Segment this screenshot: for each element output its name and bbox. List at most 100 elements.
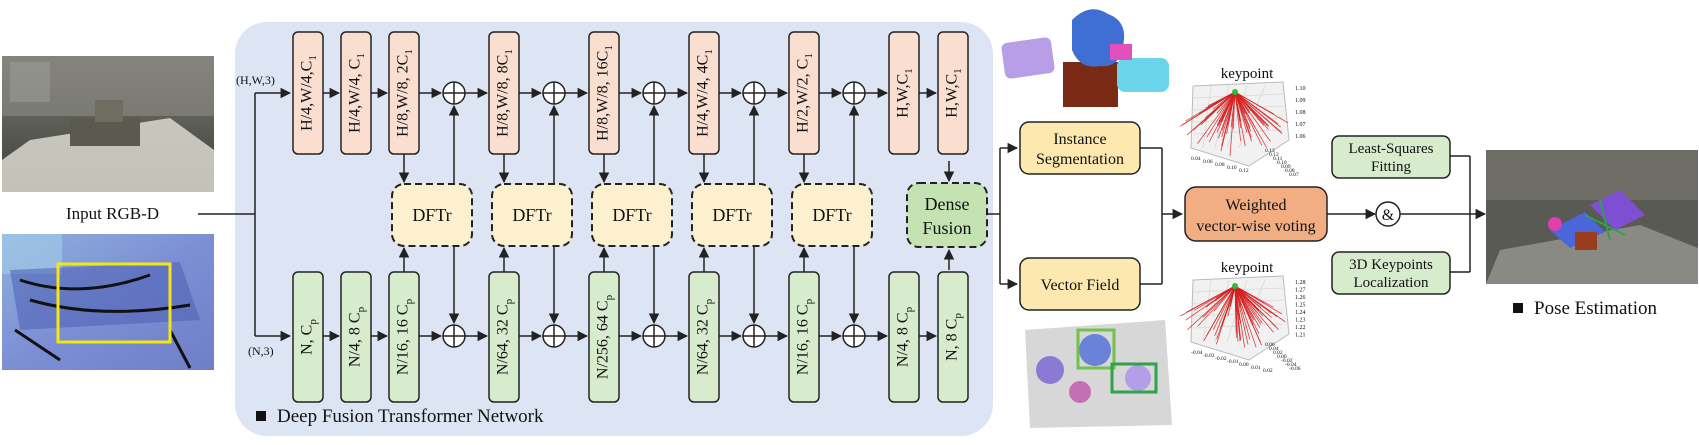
svg-text:0.10: 0.10 [1227, 165, 1237, 171]
voting-line-1: Weighted [1226, 197, 1287, 214]
dftr-label-5: DFTr [812, 205, 851, 225]
svg-text:0.12: 0.12 [1269, 152, 1279, 158]
keypoints-3d-block [1331, 251, 1451, 295]
svg-text:0.10: 0.10 [1277, 160, 1287, 166]
rgb-block-7-label: H/2,W/2, C1 [795, 53, 815, 133]
svg-text:0.09: 0.09 [1281, 164, 1291, 170]
pc-block-7-label: N/16, 16 Cp [795, 298, 815, 375]
input-label: Input RGB-D [66, 204, 159, 223]
pc-block-9-label: N, 8 Cp [944, 313, 964, 361]
rgb-block-2-label: H/4,W/4, C1 [347, 53, 367, 133]
svg-text:-0.03: -0.03 [1203, 353, 1215, 359]
dftr-label-4: DFTr [712, 205, 751, 225]
svg-text:1.09: 1.09 [1295, 98, 1306, 104]
network-caption: Deep Fusion Transformer Network [277, 406, 544, 427]
fusion-connections: DFTr DFTr DFTr DFTr DFTr [323, 81, 938, 348]
dftr-block-1 [391, 183, 473, 247]
svg-text:0.06: 0.06 [1203, 159, 1213, 165]
pointcloud-render [1025, 320, 1172, 428]
svg-text:1.23: 1.23 [1295, 318, 1306, 324]
svg-text:0.04: 0.04 [1191, 156, 1201, 162]
svg-text:0.07: 0.07 [1289, 172, 1299, 178]
instance-seg-line-1: Instance [1053, 131, 1106, 148]
rgb-block-8-label: H,W,C1 [895, 68, 915, 117]
dftr-block-2 [491, 183, 573, 247]
rgb-block-9 [937, 31, 969, 155]
pc-block-5-label: N/256, 64 Cp [595, 294, 615, 379]
svg-text:1.22: 1.22 [1295, 325, 1306, 331]
dense-fusion-line-2: Fusion [922, 218, 971, 238]
pointcloud-branch-label: (N,3) [248, 344, 274, 358]
svg-text:0.08: 0.08 [1285, 168, 1295, 174]
svg-text:0.04: 0.04 [1269, 346, 1279, 352]
rgb-block-4-label: H/8,W/8, 8C1 [495, 49, 515, 137]
svg-text:0.08: 0.08 [1215, 162, 1225, 168]
svg-text:0.13: 0.13 [1265, 148, 1275, 154]
rgb-block-3-label: H/8,W/8, 2C1 [395, 49, 415, 137]
keypoint-label: keypoint [1221, 66, 1274, 82]
pointcloud-encoder-decoder: N, Cp N/4, 8 Cp N/16, 16 Cp N/64, 32 Cp N/25… [292, 271, 969, 403]
instance-seg-line-2: Segmentation [1036, 151, 1124, 168]
svg-text:1.26: 1.26 [1295, 295, 1306, 301]
keypoint-label: keypoint [1221, 260, 1274, 276]
pc-block-1-label: N, Cp [299, 319, 319, 355]
rgb-block-5-label: H/8,W/8, 16C1 [595, 45, 615, 141]
pc-block-9 [937, 271, 969, 403]
dense-fusion-block [906, 182, 988, 248]
and-symbol: & [1382, 207, 1395, 224]
input-depth-image [2, 234, 214, 370]
pc-block-8-label: N/4, 8 Cp [895, 306, 915, 367]
pc-block-1 [292, 271, 324, 403]
pc-block-4-label: N/64, 32 Cp [495, 298, 515, 375]
svg-text:0.02: 0.02 [1273, 350, 1283, 356]
pc-block-6-label: N/64, 32 Cp [695, 298, 715, 375]
rgb-block-9-label: H,W,C1 [944, 68, 964, 117]
svg-text:1.10: 1.10 [1295, 86, 1306, 92]
dftr-block-3 [591, 183, 673, 247]
svg-text:1.24: 1.24 [1295, 310, 1306, 316]
svg-text:1.21: 1.21 [1295, 333, 1306, 339]
segmentation-render [1001, 9, 1169, 107]
dftr-label-1: DFTr [412, 205, 451, 225]
svg-text:-0.04: -0.04 [1191, 350, 1203, 356]
pc-block-2 [340, 271, 372, 403]
kp3d-line-2: Localization [1354, 275, 1429, 291]
svg-text:0.06: 0.06 [1265, 342, 1275, 348]
vector-field-label: Vector Field [1041, 277, 1120, 294]
rgb-block-6-label: H/4,W/4, 4C1 [695, 49, 715, 137]
pc-block-3-label: N/16, 16 Cp [395, 298, 415, 375]
svg-text:1.25: 1.25 [1295, 303, 1306, 309]
svg-text:-0.06: -0.06 [1289, 366, 1301, 372]
pc-block-2-label: N/4, 8 Cp [347, 306, 367, 367]
least-squares-block [1331, 135, 1451, 179]
voting-line-2: vector-wise voting [1196, 218, 1315, 235]
lsq-line-1: Least-Squares [1349, 141, 1434, 157]
svg-text:-0.04: -0.04 [1285, 362, 1297, 368]
lsq-line-2: Fitting [1371, 159, 1412, 175]
network-caption-bullet [256, 411, 266, 421]
svg-text:-0.01: -0.01 [1227, 359, 1239, 365]
pose-caption: Pose Estimation [1534, 298, 1657, 319]
pose-caption-bullet [1513, 303, 1523, 313]
svg-text:1.27: 1.27 [1295, 288, 1306, 294]
pc-block-8 [888, 271, 920, 403]
pose-estimation-image [1486, 150, 1698, 284]
rgb-block-1-label: H/4,W/4,C1 [299, 55, 319, 131]
svg-text:1.08: 1.08 [1295, 110, 1306, 116]
svg-text:0.02: 0.02 [1263, 368, 1273, 374]
keypoint-voting-plot-bottom: keypoint 1.28 1.271.26 1.251.24 1.231.22 1.21… [1180, 260, 1306, 374]
svg-text:0.01: 0.01 [1251, 365, 1261, 371]
dense-fusion-line-1: Dense [925, 194, 970, 214]
dftr-label-2: DFTr [512, 205, 551, 225]
svg-text:0.00: 0.00 [1277, 354, 1287, 360]
image-branch-label: (H,W,3) [236, 73, 275, 87]
svg-text:1.28: 1.28 [1295, 280, 1306, 286]
dftr-block-4 [691, 183, 773, 247]
input-rgb-image [2, 56, 214, 192]
svg-text:-0.02: -0.02 [1215, 356, 1227, 362]
svg-text:1.06: 1.06 [1295, 134, 1306, 140]
svg-text:-0.02: -0.02 [1281, 358, 1293, 364]
dftr-label-3: DFTr [612, 205, 651, 225]
